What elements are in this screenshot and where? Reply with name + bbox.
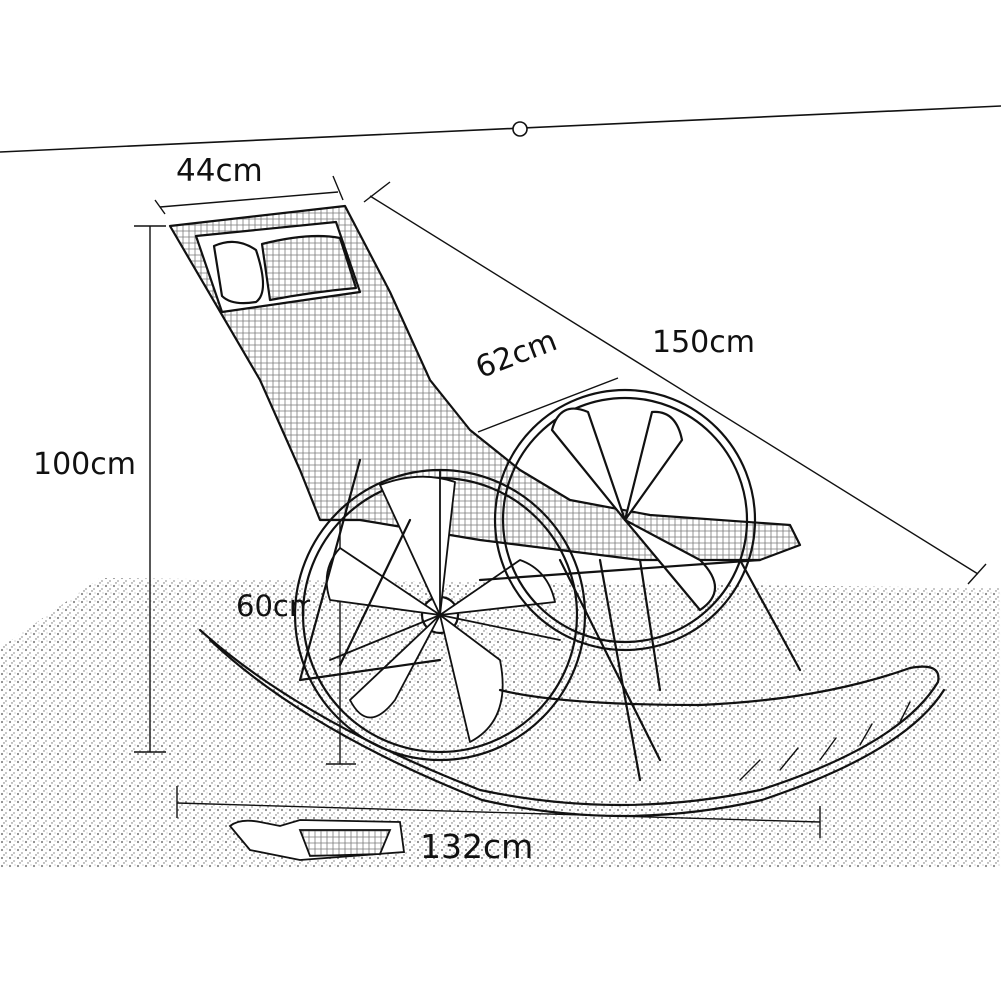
dimension-label-seat-height: 60cm [236,592,310,621]
dimension-label-height: 100cm [33,447,136,482]
floor-object [228,819,406,861]
dimension-label-diagonal: 150cm [652,325,755,360]
dimension-label-length: 132cm [420,827,534,866]
dimension-label-width: 44cm [176,153,263,189]
chair [168,204,946,818]
horizon-line [0,105,1001,153]
dimension-lines [134,175,987,838]
carpet [0,578,1001,868]
